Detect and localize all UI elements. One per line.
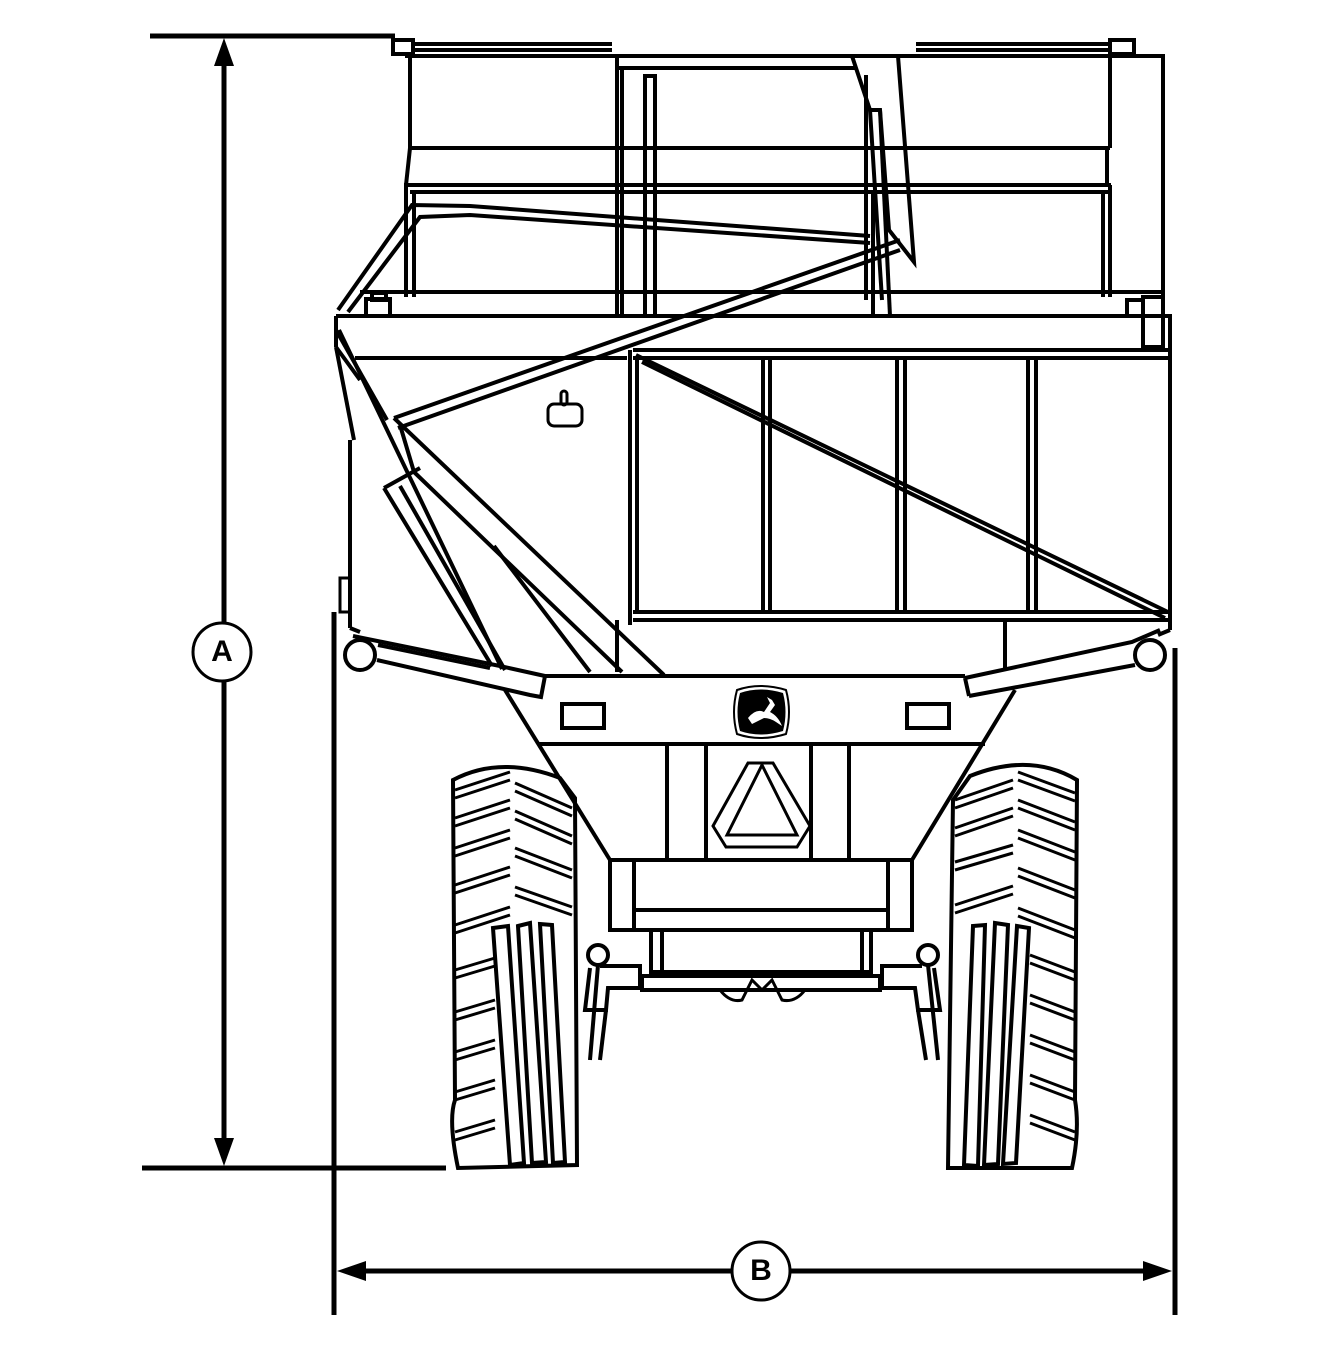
slow-moving-vehicle-triangle	[711, 761, 812, 849]
axle-assembly	[582, 928, 943, 1061]
callout-b-label: B	[750, 1254, 772, 1287]
arrow-right-icon	[1143, 1261, 1172, 1281]
right-tire	[945, 762, 1080, 1170]
lower-basket	[334, 316, 1172, 670]
left-panel	[334, 238, 901, 677]
arrow-up-icon	[214, 38, 234, 66]
leaping-deer-logo	[733, 685, 790, 739]
callout-b-circle	[730, 1240, 792, 1302]
callout-a-circle	[191, 621, 253, 683]
dimension-b	[331, 612, 1178, 1315]
arrow-down-icon	[214, 1138, 234, 1166]
left-roller	[343, 638, 377, 672]
left-reflector	[560, 702, 606, 730]
front-hopper	[503, 674, 1017, 932]
dimension-a	[142, 33, 446, 1171]
callout-a-label: A	[211, 635, 233, 668]
upper-basket	[336, 38, 1172, 349]
side-arms	[343, 628, 1167, 700]
right-reflector	[905, 702, 951, 730]
right-roller	[1133, 638, 1167, 672]
arrow-left-icon	[337, 1261, 366, 1281]
left-tire	[450, 765, 580, 1171]
